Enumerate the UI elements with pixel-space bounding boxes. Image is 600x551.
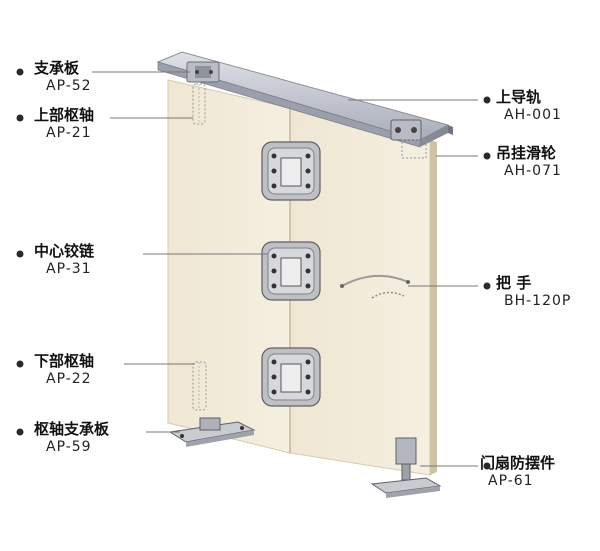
callout-pivot-support-plate: 枢轴支承板 AP-59 (34, 421, 109, 455)
callout-name: 上部枢轴 (34, 106, 95, 124)
center-hinge-bottom (261, 347, 321, 407)
callout-code: AH-001 (504, 106, 562, 123)
handle-shape (340, 274, 410, 299)
callout-name: 门扇防摆件 (480, 454, 556, 472)
callout-code: AP-59 (46, 438, 92, 455)
callout-handle: 把 手 BH-120P (496, 275, 571, 309)
callout-name: 把 手 (496, 274, 532, 292)
callout-lower-pivot: 下部枢轴 AP-22 (34, 353, 94, 387)
upper-pivot-shape (192, 83, 206, 125)
anti-swing-part-shape (370, 437, 442, 498)
callout-name: 中心铰链 (34, 242, 95, 260)
callout-code: BH-120P (504, 292, 572, 309)
callout-name: 上导轨 (496, 88, 542, 106)
lower-pivot-shape (192, 361, 207, 411)
bullet-dots (16, 68, 491, 470)
callout-name: 吊挂滑轮 (496, 144, 557, 162)
center-hinge-middle (261, 241, 321, 301)
callout-support-plate: 支承板 AP-52 (34, 60, 92, 94)
leader-lines (92, 71, 478, 467)
callout-upper-guide-rail: 上导轨 AH-001 (496, 89, 562, 123)
support-plate-shape (186, 61, 220, 83)
callout-code: AP-52 (46, 77, 92, 94)
callout-hanging-pulley: 吊挂滑轮 AH-071 (496, 145, 562, 179)
pivot-support-plate-shape (168, 417, 256, 447)
callout-name: 枢轴支承板 (34, 420, 110, 438)
upper-guide-rail-shape (156, 51, 453, 148)
hanging-pulley-shape (390, 119, 427, 159)
callout-upper-pivot: 上部枢轴 AP-21 (34, 107, 94, 141)
callout-code: AP-61 (488, 472, 534, 489)
center-hinge-top (261, 141, 321, 201)
callout-center-hinge: 中心铰链 AP-31 (34, 243, 94, 277)
callout-code: AH-071 (504, 162, 562, 179)
callout-name: 下部枢轴 (34, 352, 95, 370)
callout-anti-swing-part: 门扇防摆件 AP-61 (480, 455, 555, 489)
callout-code: AP-31 (46, 260, 92, 277)
callout-code: AP-22 (46, 370, 92, 387)
callout-name: 支承板 (34, 59, 80, 77)
callout-code: AP-21 (46, 124, 92, 141)
